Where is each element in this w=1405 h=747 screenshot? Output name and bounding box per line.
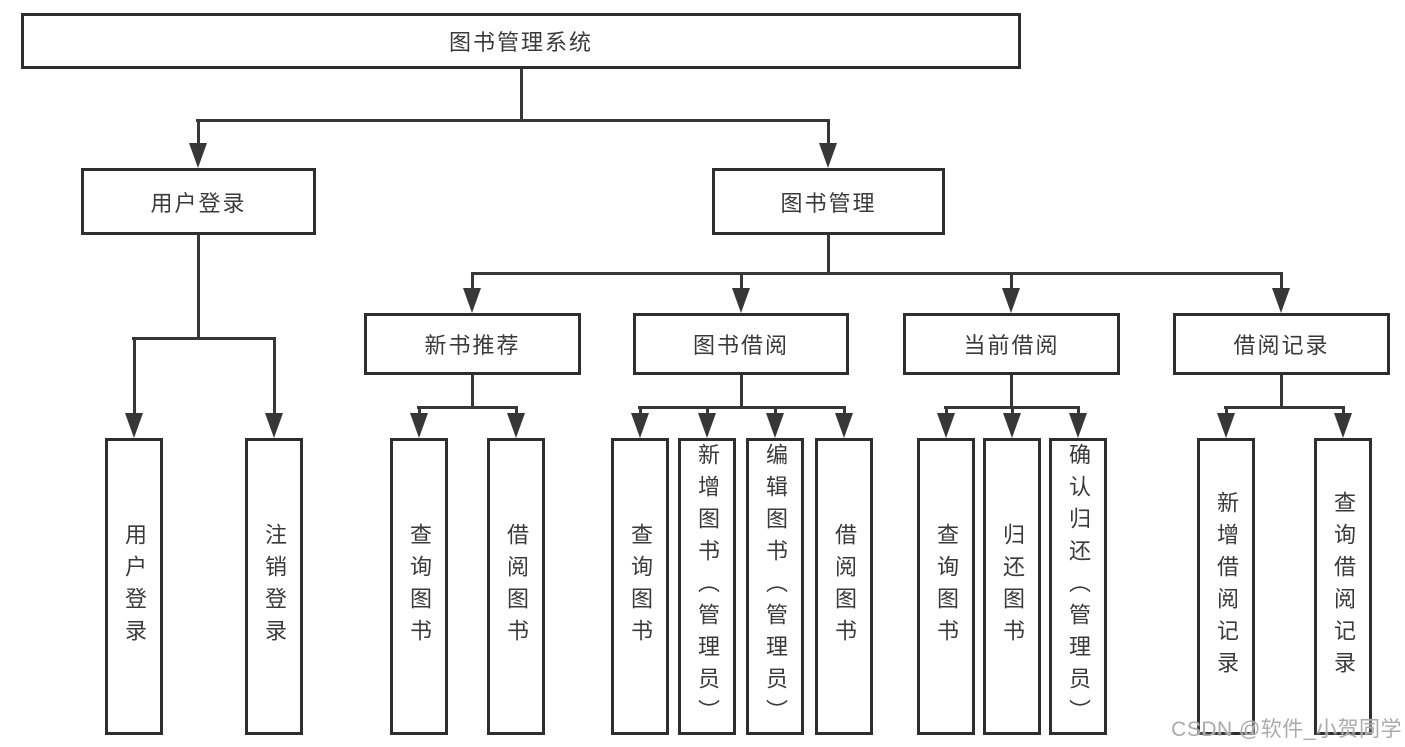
leaf-label: 归还图书	[1000, 522, 1025, 651]
connector-drop-book-management	[827, 119, 830, 145]
arrow-down-icon	[732, 288, 750, 313]
connector-drop-leaf	[418, 406, 421, 418]
connector-root-stem	[520, 69, 523, 122]
leaf-label: 新增图书（管理员）	[695, 442, 720, 731]
arrow-down-icon	[937, 413, 955, 438]
connector-recommendation-bar	[417, 406, 518, 409]
connector-borrowing-stem	[740, 375, 743, 408]
connector-drop-leaf	[273, 337, 276, 417]
leaf-borrowing-query-books: 查询图书	[611, 438, 669, 735]
leaf-label: 用户登录	[122, 522, 147, 651]
csdn-watermark: CSDN @软件_小贺同学	[1171, 718, 1402, 741]
leaf-current-query-books: 查询图书	[917, 438, 975, 735]
connector-drop-level3	[1010, 272, 1013, 292]
connector-drop-level3	[740, 272, 743, 292]
node-library-management-system: 图书管理系统	[21, 13, 1021, 69]
leaf-logout: 注销登录	[245, 438, 303, 735]
leaf-edit-book-admin: 编辑图书（管理员）	[746, 438, 804, 735]
node-current-borrowing: 当前借阅	[903, 313, 1120, 375]
leaf-label: 新增借阅记录	[1214, 490, 1239, 683]
connector-level2-bar	[196, 119, 830, 122]
leaf-label: 确认归还（管理员）	[1066, 442, 1091, 731]
arrow-down-icon	[265, 413, 283, 438]
connector-drop-leaf	[843, 406, 846, 418]
connector-user-login-bar	[132, 337, 276, 340]
arrow-down-icon	[1003, 413, 1021, 438]
connector-records-bar	[1224, 406, 1345, 409]
leaf-user-login: 用户登录	[105, 438, 163, 735]
connector-drop-level3	[1280, 272, 1283, 292]
arrow-down-icon	[835, 413, 853, 438]
connector-drop-leaf	[639, 406, 642, 418]
connector-drop-leaf	[945, 406, 948, 418]
connector-drop-leaf	[515, 406, 518, 418]
connector-drop-leaf	[1342, 406, 1345, 418]
connector-level3-bar	[471, 272, 1283, 275]
arrow-down-icon	[463, 288, 481, 313]
connector-drop-leaf	[1225, 406, 1228, 418]
leaf-query-borrow-record: 查询借阅记录	[1314, 438, 1372, 735]
connector-recommendation-stem	[471, 375, 474, 408]
arrow-down-icon	[819, 143, 837, 168]
leaf-label: 编辑图书（管理员）	[763, 442, 788, 731]
leaf-label: 借阅图书	[832, 522, 857, 651]
leaf-confirm-return-admin: 确认归还（管理员）	[1049, 438, 1107, 735]
leaf-label: 注销登录	[262, 522, 287, 651]
connector-current-stem	[1010, 375, 1013, 408]
connector-drop-leaf	[1077, 406, 1080, 418]
leaf-label: 借阅图书	[504, 522, 529, 651]
arrow-down-icon	[1002, 288, 1020, 313]
leaf-recommend-borrow-books: 借阅图书	[487, 438, 545, 735]
connector-book-management-stem	[827, 235, 830, 275]
arrow-down-icon	[766, 413, 784, 438]
arrow-down-icon	[1334, 413, 1352, 438]
connector-records-stem	[1280, 375, 1283, 408]
connector-user-login-stem	[197, 235, 200, 339]
leaf-add-book-admin: 新增图书（管理员）	[678, 438, 736, 735]
arrow-down-icon	[189, 143, 207, 168]
arrow-down-icon	[1217, 413, 1235, 438]
leaf-recommend-query-books: 查询图书	[390, 438, 448, 735]
connector-drop-leaf	[774, 406, 777, 418]
connector-borrowing-bar	[638, 406, 846, 409]
arrow-down-icon	[410, 413, 428, 438]
leaf-label: 查询图书	[628, 522, 653, 651]
leaf-label: 查询图书	[934, 522, 959, 651]
leaf-add-borrow-record: 新增借阅记录	[1197, 438, 1255, 735]
node-book-management: 图书管理	[712, 168, 945, 235]
arrow-down-icon	[507, 413, 525, 438]
arrow-down-icon	[631, 413, 649, 438]
node-new-book-recommendation: 新书推荐	[364, 313, 581, 375]
connector-drop-user-login	[197, 119, 200, 145]
arrow-down-icon	[1069, 413, 1087, 438]
arrow-down-icon	[1272, 288, 1290, 313]
node-user-login: 用户登录	[81, 168, 316, 235]
connector-drop-level3	[471, 272, 474, 292]
leaf-label: 查询图书	[407, 522, 432, 651]
node-book-borrowing: 图书借阅	[633, 313, 849, 375]
leaf-label: 查询借阅记录	[1331, 490, 1356, 683]
leaf-return-book: 归还图书	[983, 438, 1041, 735]
node-borrowing-records: 借阅记录	[1173, 313, 1390, 375]
connector-drop-leaf	[1011, 406, 1014, 418]
connector-drop-leaf	[706, 406, 709, 418]
leaf-borrowing-borrow-books: 借阅图书	[815, 438, 873, 735]
connector-drop-leaf	[133, 337, 136, 417]
arrow-down-icon	[698, 413, 716, 438]
arrow-down-icon	[125, 413, 143, 438]
